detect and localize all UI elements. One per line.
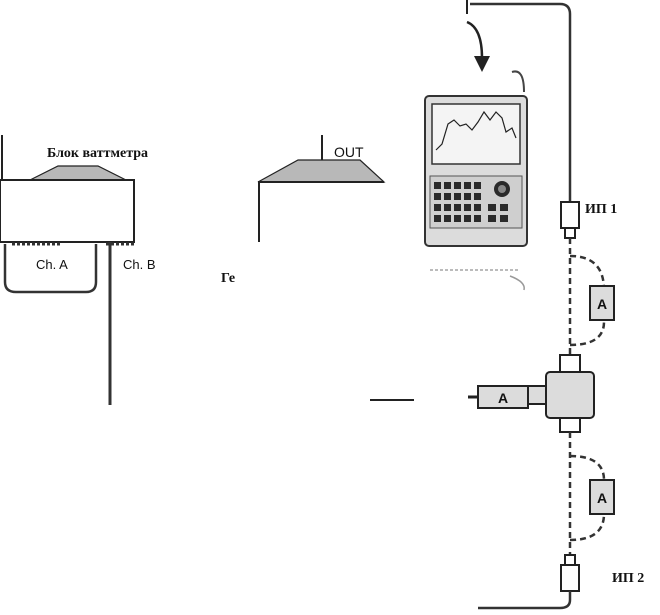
channel-a-cable: [3, 244, 98, 294]
top-cable: [470, 2, 572, 202]
measurement-chain: A A A: [468, 2, 615, 610]
attenuator-lower-label: A: [597, 490, 607, 506]
analyzer-trace: [435, 110, 517, 151]
ip2-sensor: [560, 564, 580, 592]
bottom-cable: [478, 591, 572, 610]
wattmeter-top-cover: [29, 165, 127, 181]
arrow-down-icon: [474, 56, 490, 72]
spectrum-analyzer: [424, 0, 528, 291]
generator-unit: [257, 135, 414, 401]
power-splitter: [545, 371, 595, 419]
generator-top-cover: [257, 159, 386, 183]
generator-out-label: OUT: [334, 144, 364, 160]
channel-a-label: Ch. A: [36, 257, 68, 272]
ip1-sensor: [560, 201, 580, 229]
attenuator-upper: [589, 285, 615, 321]
wattmeter-block-label: Блок ваттметра: [47, 146, 149, 161]
wattmeter-unit: [0, 135, 135, 405]
analyzer-screen: [431, 103, 521, 165]
attenuator-upper-label: A: [597, 296, 607, 312]
wattmeter-body: [0, 179, 135, 243]
ip2-label: ИП 2: [612, 571, 645, 586]
arrow-curve: [466, 20, 484, 59]
ip1-label: ИП 1: [585, 202, 618, 217]
attenuator-lower: [589, 479, 615, 515]
generator-label: Ге: [221, 271, 236, 286]
attenuator-side-label: A: [498, 390, 508, 406]
channel-b-label: Ch. B: [123, 257, 156, 272]
